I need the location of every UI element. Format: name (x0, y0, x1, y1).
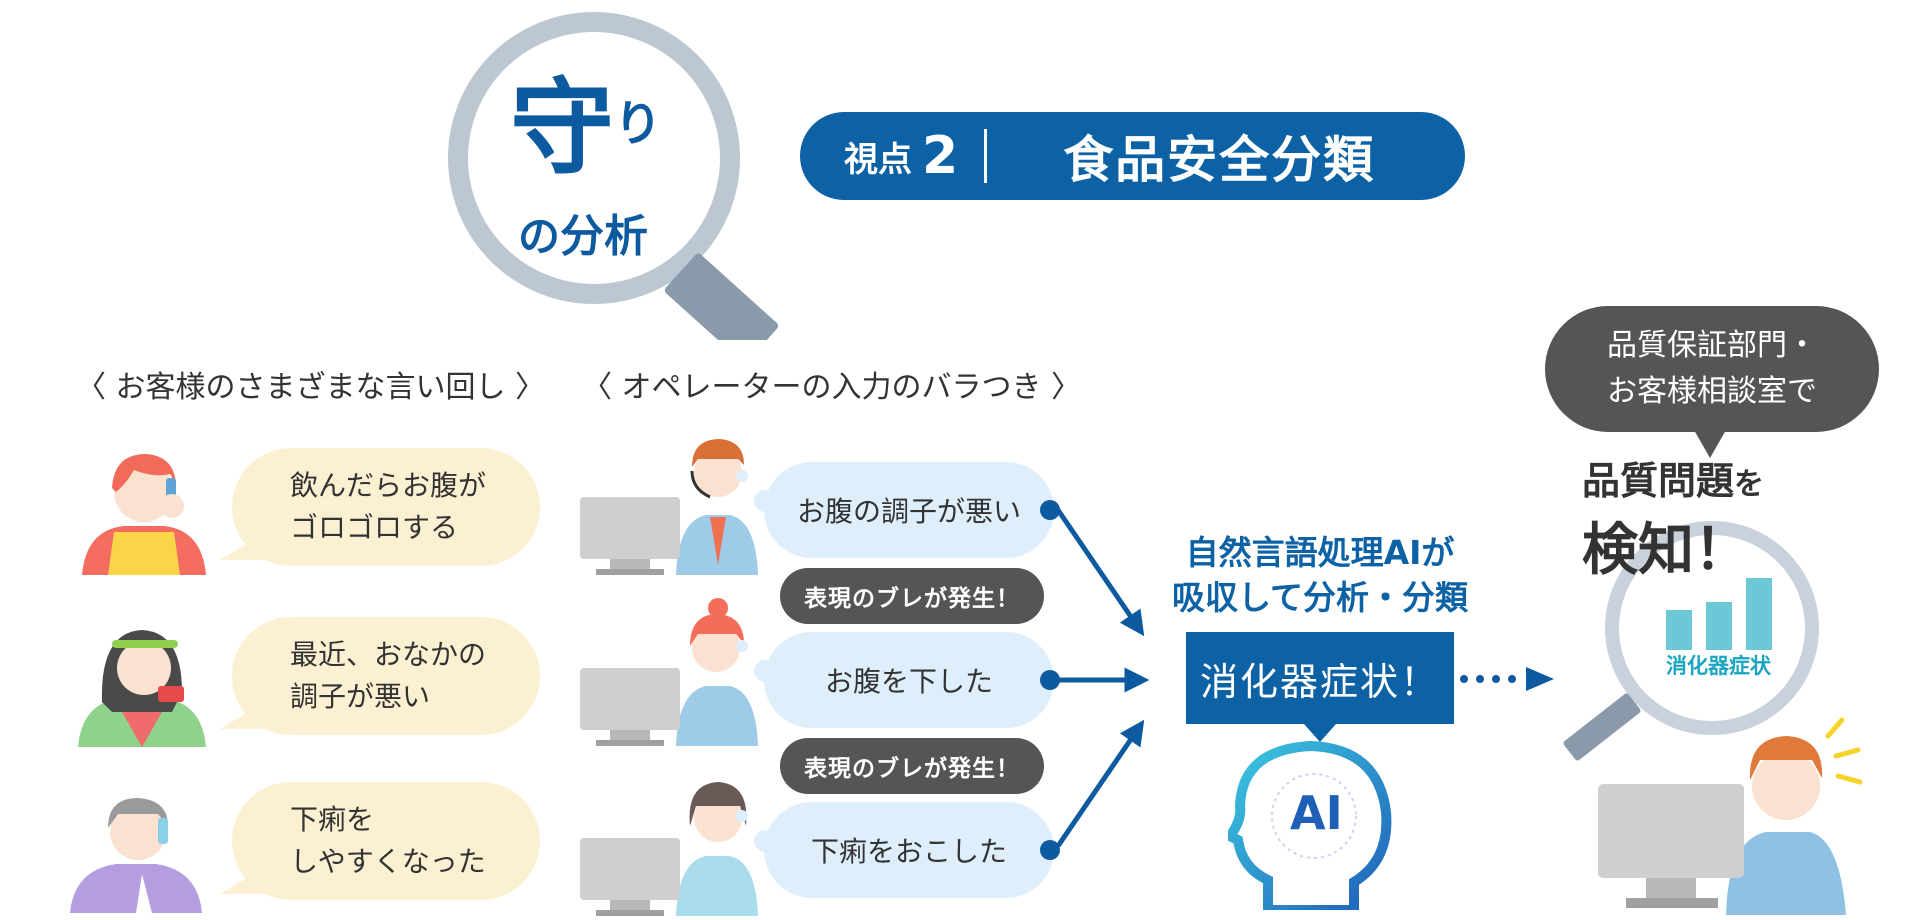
customer-bubble-3: 下痢を しやすくなった (220, 782, 540, 900)
connector-dot-1 (1040, 500, 1060, 520)
department-bubble: 品質保証部門・ お客様相談室で (1545, 306, 1879, 458)
arrows-to-ai (1055, 508, 1150, 848)
viewpoint-divider (984, 129, 988, 183)
customer-bubble-2: 最近、おなかの 調子が悪い (220, 617, 540, 735)
customer-bubble-3-line2: しやすくなった (290, 845, 486, 878)
detection-result-main: 品質問題 (1582, 459, 1735, 503)
ai-result-box: 消化器症状！ (1186, 632, 1454, 742)
connector-dot-2 (1040, 670, 1060, 690)
customer-bubble-1: 飲んだらお腹が ゴロゴロする (220, 448, 540, 566)
ai-heading: 自然言語処理AIが 吸収して分析・分類 (1160, 530, 1480, 620)
magnifier-lens (448, 12, 740, 304)
customer-avatar-3 (70, 798, 202, 913)
customer-avatar-1 (82, 454, 206, 575)
detection-result: 品質問題を 検知！ (1582, 450, 1764, 586)
department-line2: お客様相談室で (1607, 374, 1817, 409)
ai-heading-line1: 自然言語処理AIが (1185, 533, 1455, 572)
customer-avatar-2 (78, 630, 206, 747)
ai-result-text: 消化器症状！ (1199, 659, 1440, 704)
viewpoint-title: 食品安全分類 (1063, 131, 1376, 189)
department-line1: 品質保証部門・ (1607, 328, 1817, 363)
operator-avatar-3 (580, 782, 758, 916)
mini-chart (1666, 578, 1772, 650)
operator-avatar-1 (580, 439, 758, 575)
operator-bubble-1-text: お腹の調子が悪い (796, 495, 1021, 528)
customer-bubble-1-line1: 飲んだらお腹が (290, 469, 487, 502)
operator-bubble-2-text: お腹を下した (824, 665, 993, 698)
detection-magnifier-handle (1563, 693, 1641, 761)
detection-result-particle: を (1734, 467, 1765, 502)
customer-section-title: 〈 お客様のさまざまな言い回し 〉 (76, 370, 546, 405)
mini-chart-bar-3 (1746, 578, 1772, 650)
customer-bubble-2-line1: 最近、おなかの (290, 638, 487, 671)
customer-bubble-3-line1: 下痢を (290, 803, 375, 836)
ai-head-label: AI (1290, 786, 1343, 840)
viewpoint-header: 視点 2 食品安全分類 (800, 112, 1465, 200)
ai-heading-line2: 吸収して分析・分類 (1171, 578, 1468, 617)
operator-section-title: 〈 オペレーターの入力のバラつき 〉 (582, 370, 1082, 405)
magnifier-title: 守り (510, 67, 663, 189)
variation-warning-1: 表現のブレが発生！ (780, 568, 1044, 624)
detection-magnifier (1563, 521, 1819, 761)
mini-chart-bar-2 (1706, 602, 1732, 650)
arrow-1 (1055, 508, 1145, 637)
operator-bubble-3: 下痢をおこした (736, 802, 1060, 898)
customer-bubble-1-line2: ゴロゴロする (290, 511, 459, 544)
arrow-3 (1055, 719, 1145, 848)
magnifier-illustration (448, 12, 779, 340)
operator-bubble-2: お腹を下した (736, 632, 1060, 728)
customer-bubble-2-line2: 調子が悪い (290, 680, 431, 713)
operator-bubble-1: お腹の調子が悪い (736, 462, 1060, 558)
detecting-staff-illustration (1598, 717, 1863, 915)
magnifier-subtitle: の分析 (518, 211, 649, 262)
operator-bubble-3-text: 下痢をおこした (810, 835, 1007, 868)
magnifier-title-small: り (614, 96, 663, 152)
arrow-to-detection (1460, 667, 1554, 691)
detection-result-line2: 検知！ (1582, 518, 1750, 583)
magnifier-handle (664, 253, 779, 340)
viewpoint-number: 2 (922, 126, 959, 186)
connector-dot-3 (1040, 840, 1060, 860)
viewpoint-prefix: 視点 (844, 139, 912, 180)
variation-warning-2: 表現のブレが発生！ (780, 738, 1044, 794)
mini-chart-label: 消化器症状 (1666, 654, 1771, 678)
operator-avatar-2 (580, 598, 758, 746)
mini-chart-bar-1 (1666, 610, 1692, 650)
ai-head-illustration (1228, 740, 1392, 910)
